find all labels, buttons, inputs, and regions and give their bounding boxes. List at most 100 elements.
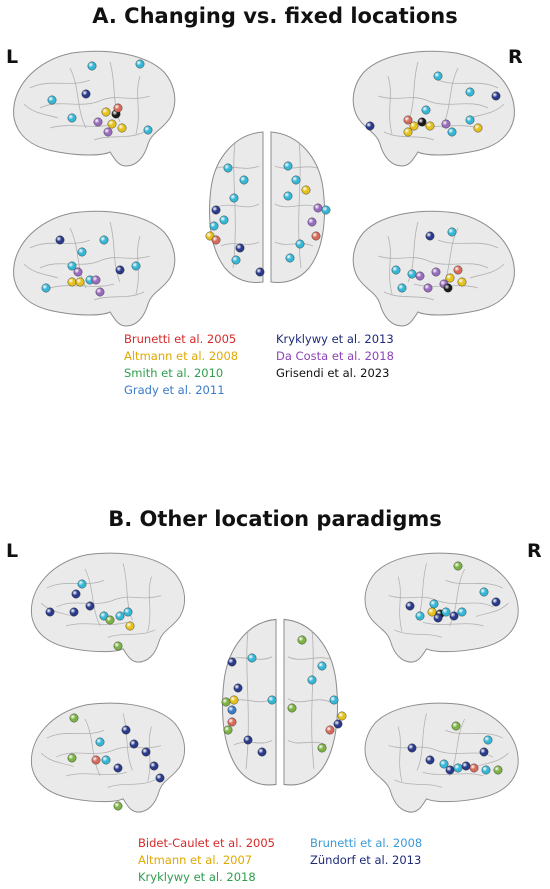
activation-focus-10 bbox=[113, 103, 123, 113]
brain-b-top-sulcus-2 bbox=[233, 740, 273, 746]
brain-a-top-sulcus-6 bbox=[274, 241, 314, 247]
activation-focus-9 bbox=[117, 123, 127, 133]
brain-b-left-lateral-outline bbox=[31, 552, 186, 663]
activation-focus-56 bbox=[211, 205, 221, 215]
activation-focus-50 bbox=[443, 283, 453, 293]
activation-focus-31 bbox=[73, 267, 83, 277]
activation-focus-7 bbox=[107, 119, 117, 129]
brain-b-left-medial-sulcus-7 bbox=[107, 779, 156, 788]
activation-focus-29 bbox=[77, 247, 87, 257]
brain-a-left-lateral bbox=[13, 50, 176, 167]
brain-a-left-medial-sulcus-2 bbox=[49, 283, 115, 289]
activation-focus-93 bbox=[441, 607, 451, 617]
brain-b-right-medial-sulcus-5 bbox=[397, 726, 403, 782]
activation-focus-101 bbox=[95, 737, 105, 747]
brain-a-right-lateral bbox=[352, 50, 515, 167]
activation-focus-140 bbox=[267, 695, 277, 705]
legend-a-item-1: Altmann et al. 2008 bbox=[124, 349, 239, 363]
activation-focus-119 bbox=[493, 765, 503, 775]
activation-focus-110 bbox=[483, 735, 493, 745]
brain-a-left-lateral-sulcus-7 bbox=[93, 131, 145, 141]
activation-focus-95 bbox=[457, 607, 467, 617]
activation-focus-88 bbox=[429, 599, 439, 609]
activation-focus-39 bbox=[95, 287, 105, 297]
activation-focus-61 bbox=[235, 243, 245, 253]
activation-focus-126 bbox=[227, 705, 237, 715]
activation-focus-129 bbox=[243, 735, 253, 745]
activation-focus-135 bbox=[337, 711, 347, 721]
activation-focus-38 bbox=[41, 283, 51, 293]
activation-focus-42 bbox=[391, 265, 401, 275]
activation-focus-103 bbox=[101, 755, 111, 765]
activation-focus-59 bbox=[211, 235, 221, 245]
brain-b-right-lateral-sulcus-3 bbox=[449, 568, 465, 627]
activation-focus-81 bbox=[123, 607, 133, 617]
activation-focus-25 bbox=[473, 123, 483, 133]
activation-focus-17 bbox=[409, 121, 419, 131]
activation-focus-117 bbox=[469, 763, 479, 773]
brain-a-left-lateral-outline bbox=[13, 50, 176, 167]
brain-a-left-medial-sulcus-1 bbox=[39, 255, 151, 269]
legend-b-item-1: Altmann et al. 2007 bbox=[138, 853, 253, 867]
brain-a-top-sulcus-7 bbox=[298, 141, 302, 269]
activation-focus-45 bbox=[431, 267, 441, 277]
activation-focus-74 bbox=[77, 579, 87, 589]
activation-focus-72 bbox=[285, 253, 295, 263]
brain-b-right-lateral-outline bbox=[364, 552, 519, 663]
brain-b-right-medial-sulcus-2 bbox=[422, 771, 484, 777]
activation-focus-73 bbox=[231, 255, 241, 265]
activation-focus-76 bbox=[85, 601, 95, 611]
brain-b-left-lateral-sulcus-2 bbox=[65, 621, 127, 627]
activation-focus-23 bbox=[447, 127, 457, 137]
activation-focus-124 bbox=[221, 697, 231, 707]
legend-a-item-0: Brunetti et al. 2005 bbox=[124, 332, 237, 346]
activation-focus-70 bbox=[311, 231, 321, 241]
brain-a-left-lateral-sulcus-5 bbox=[135, 75, 141, 135]
brain-a-left-medial-sulcus-7 bbox=[93, 291, 145, 301]
activation-focus-44 bbox=[415, 271, 425, 281]
activation-focus-22 bbox=[441, 119, 451, 129]
activation-focus-139 bbox=[287, 703, 297, 713]
activation-focus-47 bbox=[445, 273, 455, 283]
activation-focus-65 bbox=[301, 185, 311, 195]
brain-b-left-lateral bbox=[31, 552, 186, 663]
brain-b-right-lateral-sulcus-0 bbox=[445, 580, 503, 589]
brain-a-right-medial-sulcus-6 bbox=[469, 263, 505, 279]
brain-a-top-right-hemisphere bbox=[270, 131, 325, 283]
activation-focus-6 bbox=[101, 107, 111, 117]
brain-b-left-medial-sulcus-4 bbox=[122, 713, 133, 771]
activation-focus-116 bbox=[461, 761, 471, 771]
activation-focus-111 bbox=[407, 743, 417, 753]
activation-focus-90 bbox=[415, 611, 425, 621]
brain-a-left-medial-outline bbox=[13, 210, 176, 327]
brain-a-right-medial-sulcus-5 bbox=[387, 235, 393, 295]
brain-a-right-medial-sulcus-1 bbox=[377, 255, 489, 269]
activation-focus-106 bbox=[155, 773, 165, 783]
legend-b-item-3: Brunetti et al. 2008 bbox=[310, 836, 423, 850]
brain-b-right-medial-sulcus-6 bbox=[475, 752, 509, 767]
activation-focus-115 bbox=[453, 763, 463, 773]
activation-focus-32 bbox=[67, 277, 77, 287]
activation-focus-99 bbox=[129, 739, 139, 749]
activation-focus-11 bbox=[103, 127, 113, 137]
dot-layer bbox=[41, 59, 503, 811]
brain-b-right-lateral bbox=[364, 552, 519, 663]
activation-focus-18 bbox=[417, 117, 427, 127]
activation-focus-55 bbox=[229, 193, 239, 203]
activation-focus-122 bbox=[247, 653, 257, 663]
activation-focus-79 bbox=[105, 615, 115, 625]
brain-a-left-lateral-sulcus-1 bbox=[39, 95, 151, 109]
brain-a-left-lateral-sulcus-6 bbox=[23, 103, 59, 119]
activation-focus-121 bbox=[227, 657, 237, 667]
activation-focus-14 bbox=[465, 87, 475, 97]
activation-focus-20 bbox=[403, 127, 413, 137]
brain-b-right-lateral-sulcus-7 bbox=[394, 629, 442, 638]
activation-focus-35 bbox=[91, 275, 101, 285]
brain-b-left-lateral-sulcus-1 bbox=[56, 595, 162, 608]
brain-a-right-lateral-sulcus-1 bbox=[377, 95, 489, 109]
legend-a-item-2: Smith et al. 2010 bbox=[124, 366, 224, 380]
brain-b-right-medial-outline bbox=[364, 702, 519, 813]
legend-a-item-6: Grisendi et al. 2023 bbox=[276, 366, 390, 380]
activation-focus-131 bbox=[297, 635, 307, 645]
brain-b-left-lateral-sulcus-0 bbox=[46, 580, 105, 589]
